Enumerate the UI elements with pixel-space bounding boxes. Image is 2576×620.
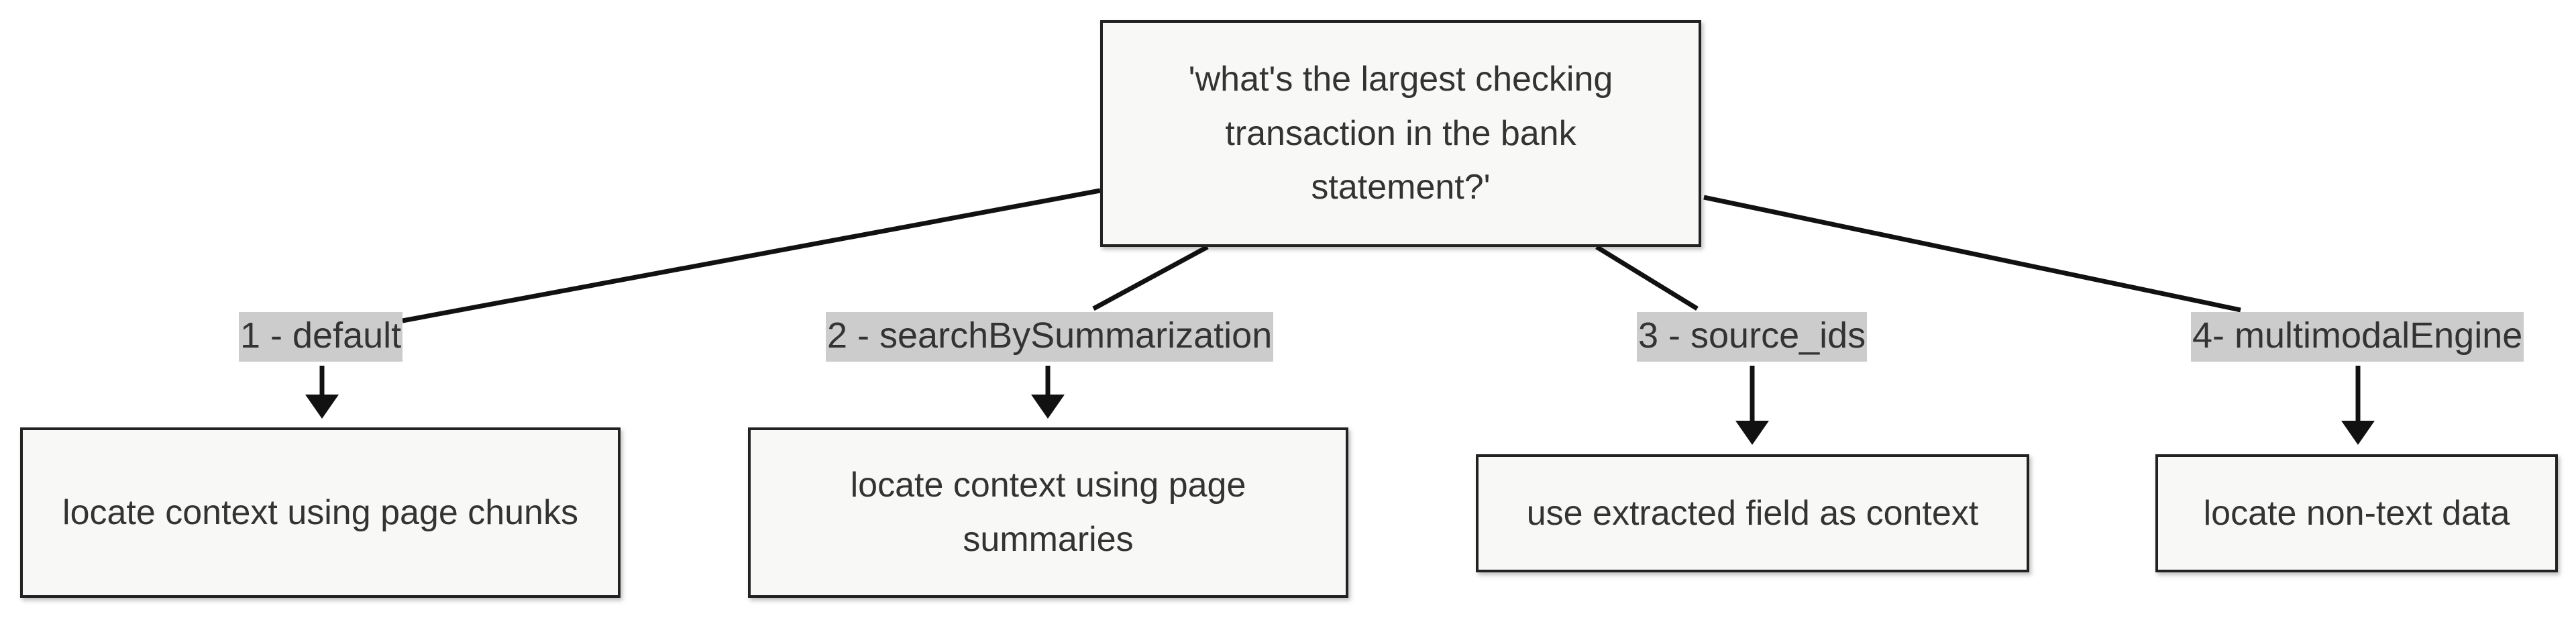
target-node-page-chunks: locate context using page chunks bbox=[20, 427, 621, 598]
target-node-page-summaries: locate context using page summaries bbox=[748, 427, 1348, 598]
arrowhead-summarization bbox=[1031, 395, 1065, 419]
arrowhead-default bbox=[305, 395, 339, 419]
edge-label-search-by-summarization: 2 - searchBySummarization bbox=[826, 312, 1274, 362]
connector-root-to-summarization bbox=[1092, 244, 1209, 311]
connector-root-to-source-ids bbox=[1595, 245, 1699, 311]
target-text-non-text-data: locate non-text data bbox=[2203, 493, 2510, 533]
target-node-extracted-field: use extracted field as context bbox=[1476, 454, 2029, 572]
root-question-node: 'what's the largest checking transaction… bbox=[1100, 20, 1701, 247]
target-text-extracted-field: use extracted field as context bbox=[1526, 493, 1979, 533]
target-text-page-summaries: locate context using page summaries bbox=[850, 466, 1246, 559]
connector-root-to-default bbox=[402, 188, 1101, 323]
target-node-non-text-data: locate non-text data bbox=[2155, 454, 2558, 572]
arrowhead-source-ids bbox=[1735, 421, 1769, 445]
root-question-text: 'what's the largest checking transaction… bbox=[1188, 60, 1613, 207]
target-text-page-chunks: locate context using page chunks bbox=[62, 493, 578, 532]
edge-label-multimodal-engine: 4- multimodalEngine bbox=[2191, 312, 2524, 362]
edge-label-source-ids: 3 - source_ids bbox=[1637, 312, 1868, 362]
arrowhead-multimodal bbox=[2341, 421, 2375, 445]
edge-label-default: 1 - default bbox=[239, 312, 403, 362]
connector-root-to-multimodal bbox=[1703, 195, 2241, 313]
